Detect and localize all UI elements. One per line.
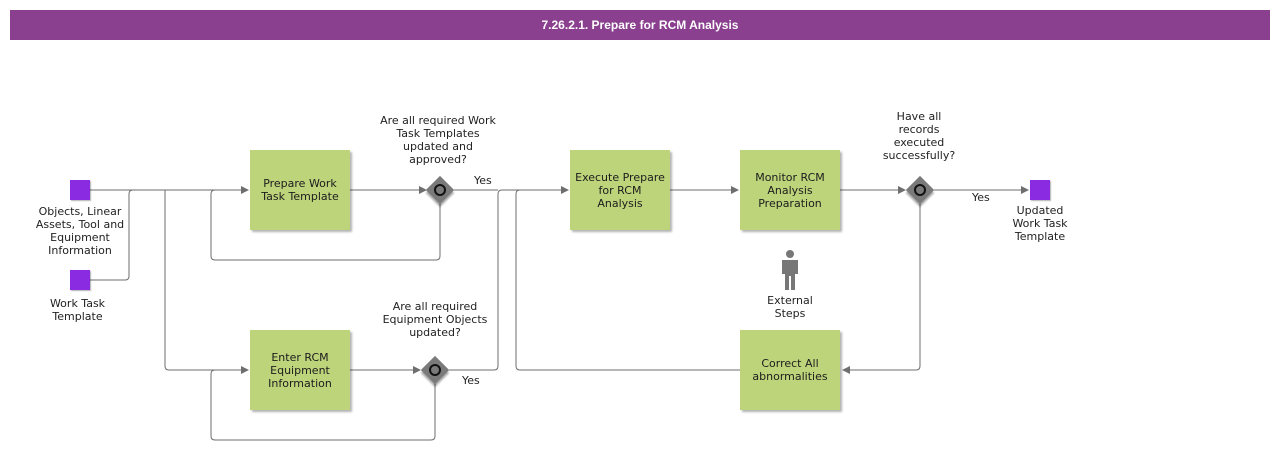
person-icon [782,250,798,290]
task-enter-rcm-equipment[interactable]: Enter RCM Equipment Information [250,330,350,410]
flow-correct-back [515,189,740,371]
flow-rcm-loop [210,369,436,441]
task-monitor-rcm[interactable]: Monitor RCM Analysis Preparation [740,150,840,230]
data-work-task-label: Work Task Template [49,297,106,323]
gateway-equipment-question: Are all required Equipment Objects updat… [382,300,488,339]
external-steps-label: External Steps [767,294,813,320]
flow-gw3-no [842,203,921,374]
flow-to-enter-rcm [164,190,249,374]
gateway-wtt-question: Are all required Work Task Templates upd… [380,114,496,166]
gateway-wtt-yes: Yes [474,174,492,187]
data-work-task-icon [70,270,90,290]
data-objects-icon [70,180,90,200]
flow-wtt-loop [210,189,441,261]
diagram-title: 7.26.2.1. Prepare for RCM Analysis [10,10,1270,40]
data-output-label: Updated Work Task Template [1012,204,1068,243]
flow-worktask-to-split [90,189,134,281]
task-correct-abnormalities[interactable]: Correct All abnormalities [740,330,840,410]
gateway-records-yes: Yes [972,191,990,204]
task-execute-prepare-rcm[interactable]: Execute Prepare for RCM Analysis [570,150,670,230]
task-prepare-work-task-template[interactable]: Prepare Work Task Template [250,150,350,230]
gateway-equipment-yes: Yes [462,374,480,387]
data-objects-label: Objects, Linear Assets, Tool and Equipme… [35,205,125,257]
flow-gw2-yes [449,186,569,371]
data-output-icon [1030,180,1050,200]
gateway-records-question: Have all records executed successfully? [882,110,956,162]
